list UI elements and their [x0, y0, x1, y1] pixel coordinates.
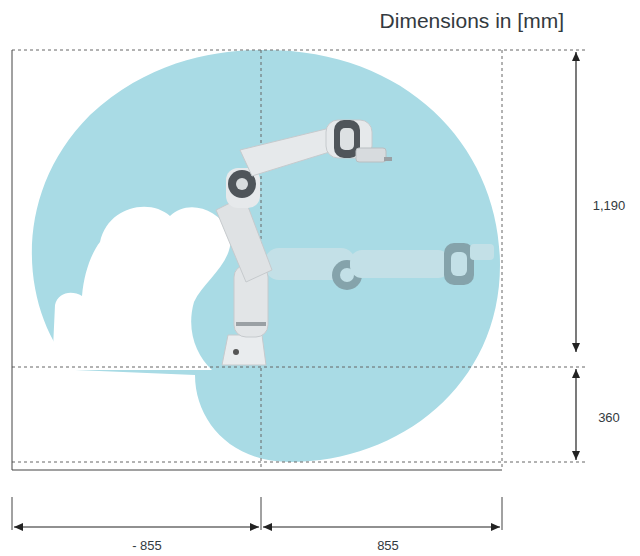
unreachable-cutout: [52, 207, 231, 370]
dimension-arrows: [14, 52, 576, 527]
dimension-label: 855: [375, 538, 401, 553]
dimension-label: 360: [596, 410, 622, 425]
base-lines: [12, 50, 502, 530]
robot-arm: [216, 120, 392, 365]
dimension-label: 1,190: [591, 198, 628, 213]
ghost-arm: [265, 243, 494, 290]
dimension-label: - 855: [130, 538, 164, 553]
reach-region: [32, 50, 500, 462]
guide-lines: [12, 50, 585, 470]
title: Dimensions in [mm]: [378, 9, 566, 32]
